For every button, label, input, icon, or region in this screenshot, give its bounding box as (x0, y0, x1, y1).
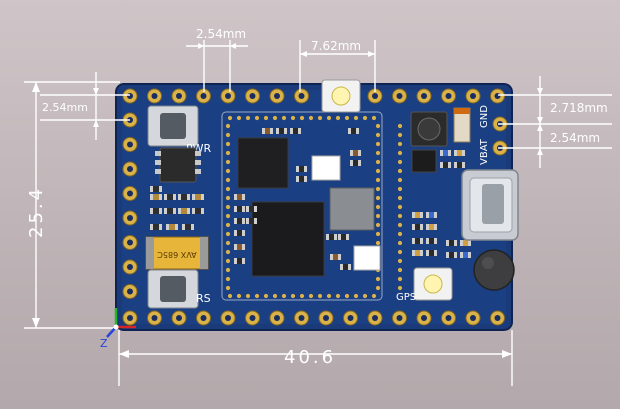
header-pad (220, 310, 236, 326)
label-reg: AVX 685C (157, 250, 197, 259)
header-pad (122, 235, 138, 250)
pwr-button (147, 105, 199, 147)
header-pad (490, 310, 505, 326)
header-pad (122, 259, 138, 275)
axis-label-z: Z (100, 337, 108, 350)
axis-triad (106, 308, 136, 338)
module-edge-dots (225, 115, 403, 299)
chip-memory (251, 201, 325, 277)
header-pads-bottom (122, 310, 505, 326)
header-pad (122, 137, 138, 152)
header-pad (269, 88, 285, 104)
header-pad (122, 161, 138, 177)
header-pad (147, 88, 162, 104)
dim-pitch-top: 2.54mm (196, 27, 246, 41)
top-button (321, 79, 361, 113)
header-pad (441, 88, 456, 104)
dim-right-upper: 2.718mm (550, 101, 608, 115)
dim-right-lower: 2.54mm (550, 131, 600, 145)
header-pad (269, 310, 285, 326)
chip-white-top (311, 155, 341, 181)
header-pad (245, 310, 260, 326)
header-pad (122, 210, 138, 226)
header-pad (171, 310, 187, 326)
buzzer (473, 249, 515, 291)
chip-sensor (329, 187, 375, 231)
usb-connector (461, 169, 519, 241)
label-vbat: VBAT (479, 138, 490, 165)
header-pad (122, 88, 138, 104)
header-pad (367, 310, 383, 326)
label-gps: GPS (396, 292, 416, 303)
header-pad (122, 186, 138, 201)
header-pads-left (122, 112, 138, 299)
chip-white-bottom (353, 245, 381, 271)
header-pad (245, 88, 260, 104)
passives-left (150, 186, 204, 230)
header-pad (294, 88, 309, 104)
header-pad (171, 88, 187, 104)
header-pad (318, 310, 334, 326)
header-pad (294, 310, 309, 326)
label-gnd: GND (479, 105, 490, 128)
inductor-left (159, 147, 197, 183)
header-pad (220, 88, 236, 104)
header-pad (343, 310, 358, 326)
header-pad (122, 310, 138, 326)
header-pad (392, 88, 407, 104)
header-pad (392, 310, 407, 326)
gps-button (413, 267, 453, 301)
header-pad (196, 310, 211, 326)
module-outline (221, 111, 383, 301)
header-pad (147, 310, 162, 326)
header-pad (490, 88, 505, 104)
header-pad (416, 88, 432, 104)
label-rs: RS (196, 292, 211, 305)
tantalum-capacitor: AVX 685C (145, 236, 209, 270)
chip-mcu (237, 137, 289, 189)
header-pad (122, 284, 138, 299)
dim-width: 40.6 (284, 347, 336, 368)
module-passives (234, 128, 361, 270)
rs-button (147, 269, 199, 309)
dimension-lines (24, 40, 612, 386)
dim-span-top: 7.62mm (311, 39, 361, 53)
header-pad (416, 310, 432, 326)
header-pad (465, 88, 481, 104)
header-pad (465, 310, 481, 326)
chip-right (411, 149, 437, 173)
dim-height: 25.4 (26, 186, 47, 238)
header-pad (441, 310, 456, 326)
passives-right (412, 150, 471, 258)
header-pads-top (122, 88, 505, 104)
dim-pitch-left: 2.54mm (42, 101, 88, 114)
